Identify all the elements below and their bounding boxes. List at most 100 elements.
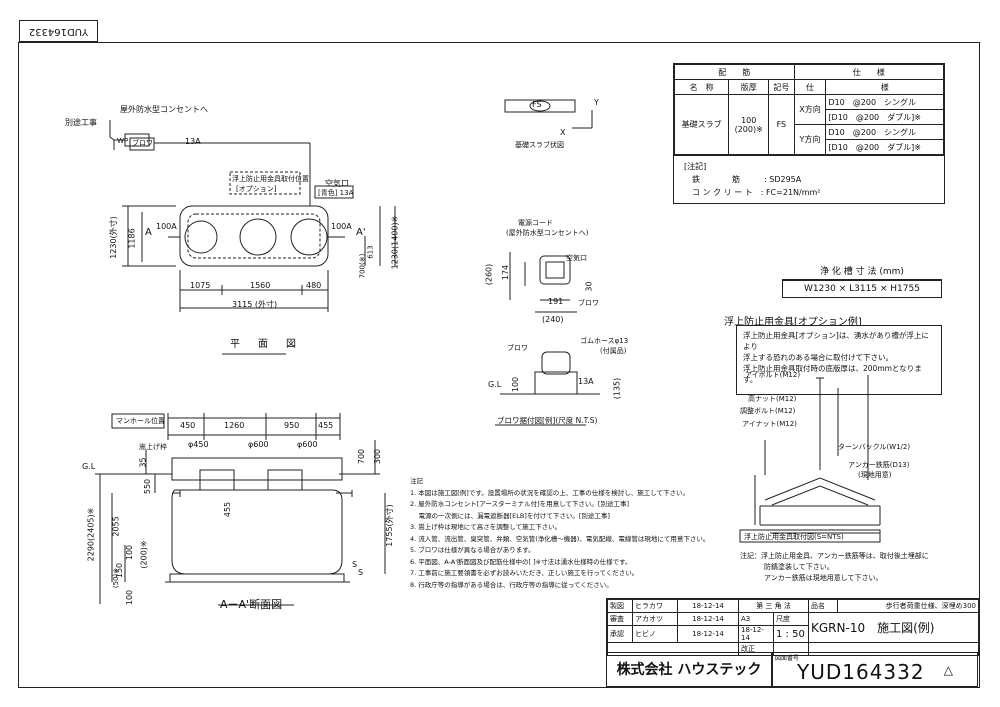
spec-notes: [注記] 鉄 筋 : SD295A コ ン ク リ ー ト : FC=21N/m… [674, 155, 944, 203]
section-slab [169, 573, 345, 583]
plan-dim-3115: 3115 (外寸) [232, 300, 278, 309]
anchor-rebar-label: アンカー鉄筋(D13) [848, 461, 910, 469]
note-2b: 電源の一次側には、漏電遮断器[ELB]を付けて下さい。[別途工事] [410, 511, 610, 520]
plan-dim-1230: 1230(外寸) [108, 216, 118, 259]
row-x1: D10 @200 シングル [825, 94, 944, 110]
row-thickness: 100 (200)※ [728, 94, 770, 155]
anchor-position-label: 浮上防止用金具取付位置 [232, 175, 309, 183]
col-thickness: 版厚 [728, 79, 770, 95]
plan-dim-613: 613 [366, 245, 375, 259]
manhole-dia-600-a: φ600 [248, 440, 269, 449]
plan-dim-700: 700(※) [358, 253, 367, 279]
note-8: 8. 行政庁等の指導がある場合は、行政庁等の指導に従ってください。 [410, 580, 613, 589]
base-y-label: Y [594, 98, 599, 107]
note-7: 7. 工事前に施工要領書を必ずお読みいただき、正しい施工を行ってください。 [410, 569, 639, 577]
sec-dim-100-b: 100 [125, 589, 135, 606]
manhole-dia-450: φ450 [188, 440, 209, 449]
plan-tank-outline [179, 205, 329, 267]
plan-view-title: 平 面 図 [230, 339, 300, 350]
tb-product: 歩行者荷重仕様、深埋め300 [837, 599, 979, 613]
col-symbol: 記号 [768, 79, 795, 95]
blower-dim-240: (240) [542, 315, 564, 324]
sec-dim-1260: 1260 [224, 421, 245, 430]
note-5: 5. ブロワは仕様が異なる場合があります。 [410, 546, 535, 554]
rebar-spec-table: 配 筋 仕 様 名 称 版厚 記号 仕 様 基礎スラブ 100 (200)※ F… [673, 63, 945, 204]
sec-dim-1755: 1755(外寸) [384, 504, 394, 547]
tb-rev-date: 18-12-14 [738, 625, 774, 643]
plan-manhole-1 [184, 220, 218, 254]
note-4: 4. 流入管、流出管、臭突管、弁類、空気管(浄化槽～機器)、電気配線、電線管は現… [410, 534, 710, 543]
row-name: 基礎スラブ [673, 94, 730, 155]
tb-checker-date: 18-12-14 [677, 612, 739, 626]
blower-plan-box [539, 255, 571, 285]
plan-manhole-2 [239, 218, 277, 256]
separate-work-label: 別途工事 [65, 118, 97, 127]
air-port-label: 空気口 [325, 179, 349, 188]
plan-dim-1075: 1075 [190, 281, 211, 290]
row-x-dir: X方向 [793, 94, 827, 125]
tb-drafter-name: ヒラカワ [632, 599, 678, 613]
adjust-bolt-label: 調整ボルト(M12) [740, 407, 796, 415]
note-1: 1. 本図は施工図[例]です。設置場所の状況を確認の上、工事の仕様を検討し、施工… [410, 488, 689, 497]
base-slab-title: 基礎スラブ伏図 [515, 141, 564, 149]
blower-dim-135: (135) [612, 377, 622, 400]
blower-elev-label: ブロワ [507, 344, 528, 352]
blower-install-title: ブロワ据付図[例](尺度 N.T.S) [497, 416, 598, 425]
riser-frame-label: 嵩上げ枠 [139, 443, 167, 451]
section-riser [171, 457, 343, 481]
drawing-number-box: 図面番号 YUD164332 △ [772, 652, 978, 687]
sec-dim-50: (50)※ [112, 567, 121, 589]
tb-approver-name: ヒビノ [632, 625, 678, 643]
blower-dim-260: (260) [484, 263, 494, 286]
tb-projection: 第 三 角 法 [738, 599, 809, 613]
spec-rebar: 鉄 筋 : SD295A [692, 175, 802, 184]
row-y1: D10 @200 シングル [825, 124, 944, 140]
tb-checker-role: 審査 [607, 612, 633, 626]
anchor-option-label: [オプション] [236, 185, 277, 193]
blower-dim-30: 30 [584, 281, 594, 292]
base-x-label: X [560, 128, 566, 137]
tb-checker-name: アカオツ [632, 612, 678, 626]
tb-drafter-date: 18-12-14 [677, 599, 739, 613]
tb-scale: 1 : 50 [773, 625, 809, 643]
tb-model: KGRN-10 施工図(例) [808, 612, 979, 643]
drawing-number-label: 図面番号 [775, 655, 800, 662]
sec-dim-35: 35 [138, 457, 148, 468]
accessory-label: (付属品) [600, 347, 627, 355]
tb-paper: A3 [738, 612, 774, 626]
s-mark-1: S [352, 560, 358, 569]
outdoor-outlet-label: 屋外防水型コンセントへ [120, 105, 208, 114]
blower-dim-191: 191 [548, 297, 564, 306]
manhole-label-box [111, 413, 165, 429]
row-y2: [D10 @200 ダブル]※ [825, 139, 944, 155]
anchor-title: 浮上防止用金具[オプション例] [724, 317, 862, 328]
tb-name-label: 品名 [808, 599, 838, 613]
anchor-caution-2: 防錆塗装して下さい。 [764, 563, 834, 571]
sec-dim-300: 300 [373, 448, 383, 465]
anchor-description: 浮上防止用金具[オプション]は、湧水があり槽が浮上により 浮上する恐れのある場合… [736, 325, 942, 395]
drawing-number: YUD164332 [797, 660, 925, 684]
high-nut-label: 高ナット(M12) [748, 395, 797, 403]
anchor-caution-1: 注記：浮上防止用金具、アンカー鉄筋等は、取付後土埋部に [740, 552, 929, 560]
sec-dim-2290: 2290(2405)※ [86, 507, 96, 562]
eye-nut-label: アイナット(M12) [742, 420, 797, 428]
rubber-hose-label: ゴムホースφ13 [580, 337, 629, 345]
row-symbol: FS [768, 94, 795, 155]
blower-dim-100: 100 [511, 376, 521, 393]
blower-gl-label: G.L [488, 380, 502, 389]
general-notes: 注記 1. 本図は施工図[例]です。設置場所の状況を確認の上、工事の仕様を検討し… [410, 476, 710, 591]
plan-wp-box [124, 133, 150, 147]
blower-air-port-label: 空気口 [566, 254, 587, 262]
ground-level-label: G.L [82, 462, 96, 471]
anchor-line-2: 浮上する恐れのある場合に取付けて下さい。 [743, 353, 893, 362]
sec-dim-200: (200)※ [139, 540, 149, 569]
outlet-100a-label: 100A [331, 222, 352, 231]
blower-dim-174: 174 [501, 264, 511, 281]
section-a-label: A [145, 227, 152, 238]
row-y-dir: Y方向 [793, 124, 827, 155]
sec-dim-450: 450 [180, 421, 196, 430]
tank-size-title: 浄 化 槽 寸 法 (mm) [782, 262, 942, 280]
tank-size-value: W1230 × L3115 × H1755 [782, 280, 942, 298]
tb-approver-date: 18-12-14 [677, 625, 739, 643]
